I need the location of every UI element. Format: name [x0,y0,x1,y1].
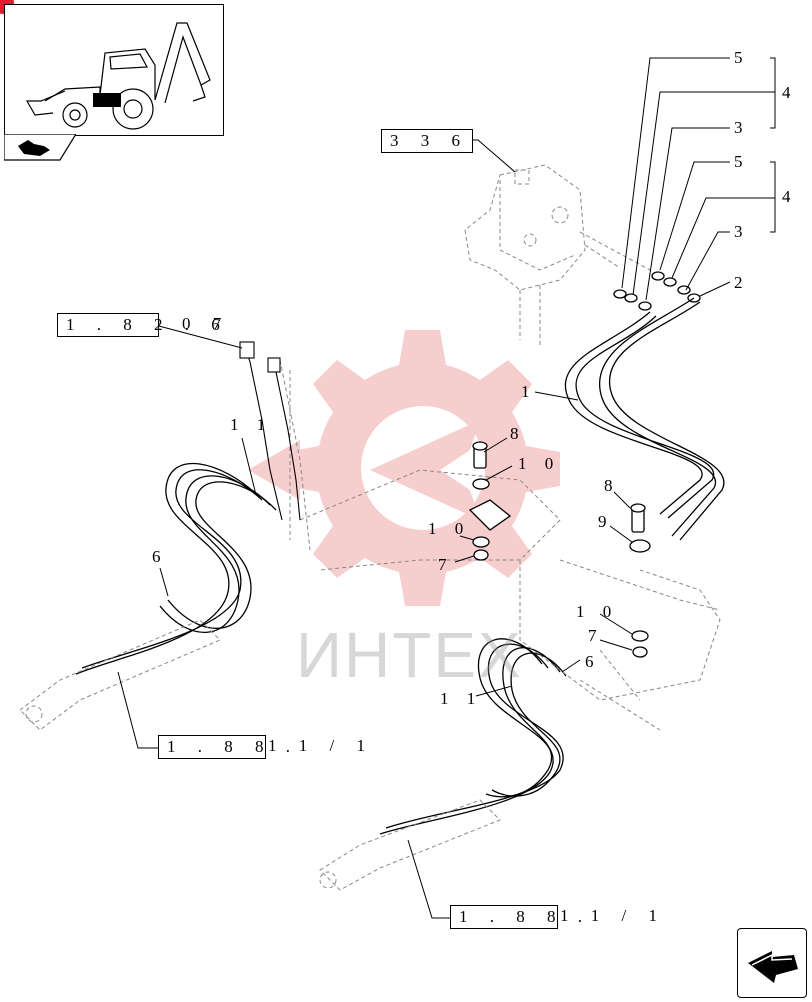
callout-6-left: 6 [152,547,168,566]
callout-7-upper: 7 [438,555,454,574]
callout-10-upper: 1 0 [518,454,561,473]
hose-11-bottom [379,638,567,835]
callout-11-bottom: 1 1 [440,689,483,708]
lower-left-reference-box[interactable]: 1 . 8 8 . [158,735,290,759]
callout-10-lower: 1 0 [576,602,619,621]
watermark-gear-icon [248,330,560,606]
valve-fittings [613,271,701,311]
left-reference-box[interactable]: 1 . 8 2 . 6 [57,313,220,337]
leader-lines [117,57,776,919]
bolts-washers [468,441,651,658]
hose-1 [564,297,725,541]
callout-2: 2 [734,273,750,292]
hose-11-left [75,462,277,675]
lower-left-reference-tail: 1 1 / 1 [268,736,374,755]
callout-11-left: 1 1 [230,415,273,434]
cylinders [19,619,501,891]
callout-10-middle: 1 0 [428,519,471,538]
callout-4-upper: 4 [782,83,798,102]
backhoe-loader-thumbnail-icon [4,4,224,136]
callout-3-middle: 3 [734,222,750,241]
callout-9: 9 [598,512,614,531]
control-valve-block [464,164,651,345]
callout-7-lower: 7 [588,626,604,645]
previous-page-button[interactable] [3,133,78,162]
bottom-reference-tail: 1 1 / 1 [560,906,666,925]
callout-5-middle: 5 [734,152,750,171]
previous-page-arrow-icon [18,140,50,156]
left-pipes [239,341,301,521]
next-page-button[interactable] [737,928,807,998]
valve-reference-box[interactable]: 3 3 6 [381,129,473,153]
bottom-reference-box[interactable]: 1 . 8 8 . [450,905,582,929]
callout-3-upper: 3 [734,118,750,137]
next-page-arrow-icon [748,951,798,983]
watermark-text: ИНТЕХ [296,619,523,691]
callout-1: 1 [521,382,537,401]
callout-6-lower: 6 [585,652,601,671]
callout-8-lower: 8 [604,476,620,495]
distribution-block [279,359,721,731]
callout-8-upper: 8 [510,424,526,443]
callout-5-upper: 5 [734,48,750,67]
callout-4-middle: 4 [782,187,798,206]
left-reference-tail: 0 7 [182,314,231,333]
